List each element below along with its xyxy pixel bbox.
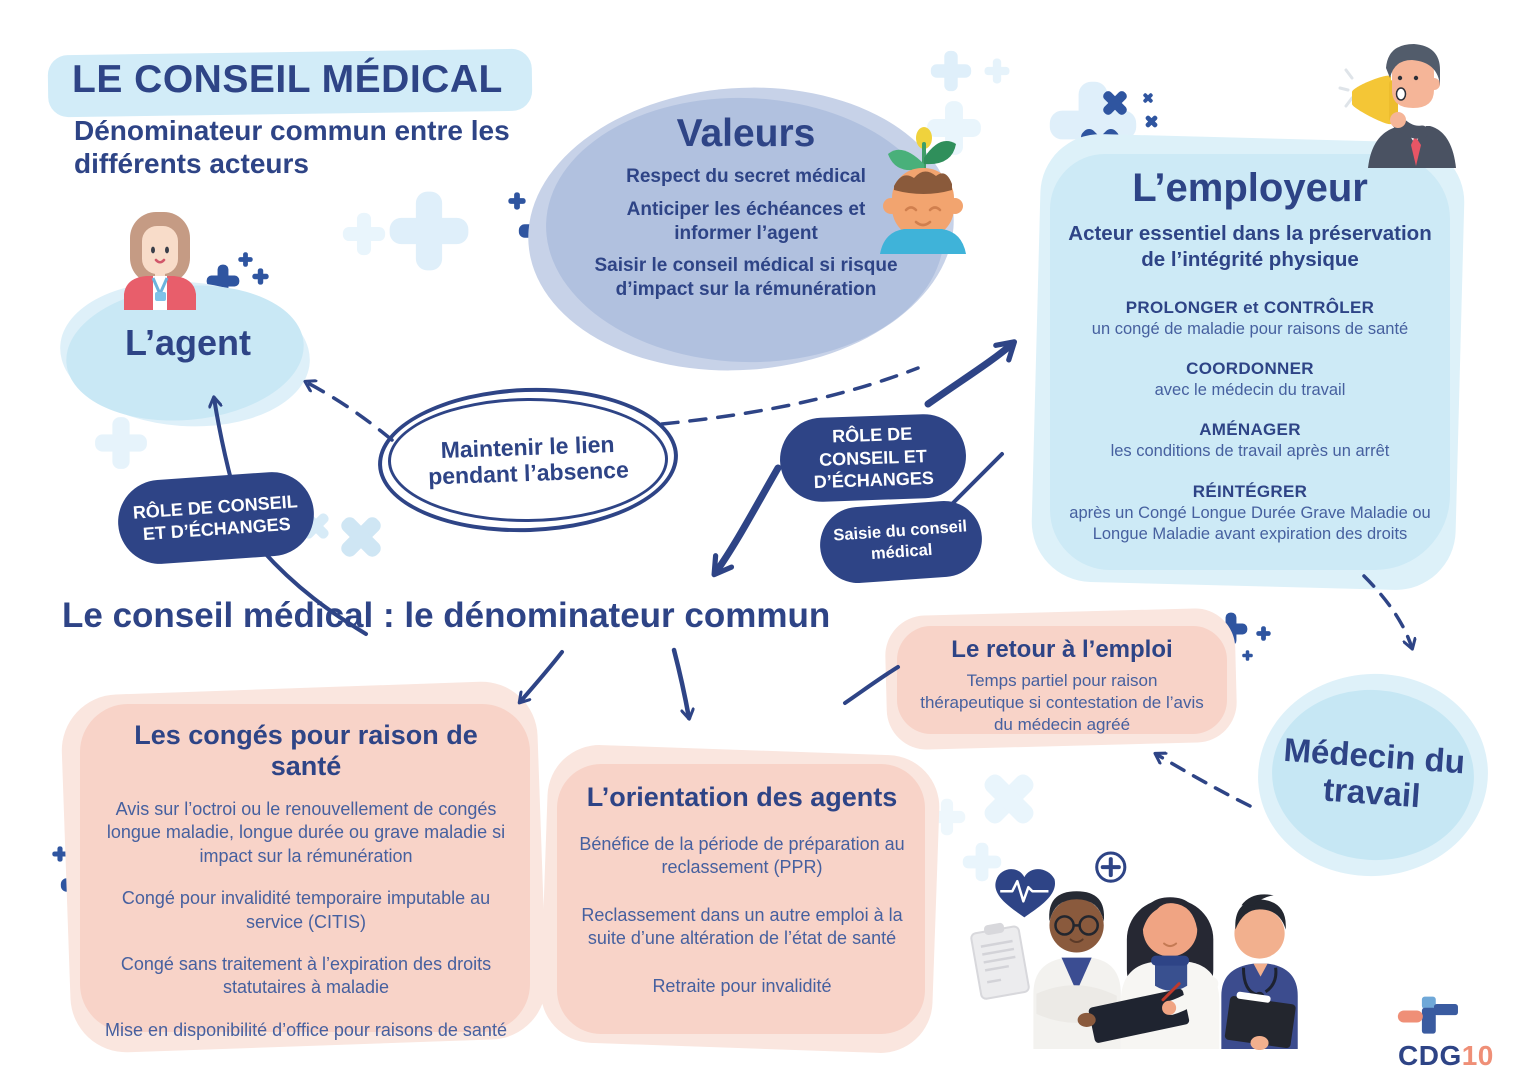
- x-icon: [1139, 89, 1157, 107]
- cdg10-cross-icon: [1397, 996, 1458, 1034]
- employeur-title: L’employeur: [1132, 166, 1368, 210]
- conges-items: Avis sur l’octroi ou le renouvellement d…: [100, 798, 512, 1042]
- employeur-actions: PROLONGER et CONTRÔLER un congé de malad…: [1059, 298, 1441, 545]
- plus-icon: [1256, 626, 1271, 641]
- conges-item: Congé sans traitement à l’expiration des…: [120, 953, 492, 998]
- retour-title: Le retour à l’emploi: [951, 636, 1173, 663]
- megaphone-man-icon: [1338, 44, 1456, 168]
- conges-title: Les congés pour raison de santé: [134, 720, 478, 781]
- employeur-action: AMÉNAGER les conditions de travail après…: [1110, 420, 1390, 461]
- page-title: LE CONSEIL MÉDICAL: [72, 58, 503, 101]
- page-subtitle: Dénominateur commun entre les différents…: [74, 115, 510, 180]
- orientation-item: Retraite pour invalidité: [652, 975, 832, 996]
- plus-icon: [508, 192, 526, 210]
- role-conseil-pill-left: RÔLE DE CONSEIL ET D’ÉCHANGES: [115, 469, 317, 567]
- x-icon: [966, 756, 1052, 842]
- orientation-section: L’orientation des agents Bénéfice de la …: [574, 782, 910, 998]
- saisie-pill: Saisie du conseil médical: [817, 498, 985, 586]
- medecin-label: Médecin du travail: [1282, 730, 1467, 815]
- mindful-growth-icon: [880, 127, 966, 254]
- employeur-action: PROLONGER et CONTRÔLER un congé de malad…: [1091, 298, 1409, 339]
- cdg10-logo: CDG10: [1396, 994, 1496, 1070]
- valeurs-section: Valeurs Respect du secret médical Antici…: [560, 112, 932, 302]
- orientation-items: Bénéfice de la période de préparation au…: [574, 833, 910, 998]
- agent-avatar-icon: [124, 212, 196, 310]
- plus-icon: [984, 58, 1010, 84]
- agent-label: L’agent: [124, 322, 252, 363]
- employeur-section: L’employeur Acteur essentiel dans la pré…: [1058, 166, 1442, 545]
- conges-item: Mise en disponibilité d’office pour rais…: [105, 1019, 507, 1040]
- conges-blob: [80, 704, 530, 1032]
- conges-item: Congé pour invalidité temporaire imputab…: [121, 888, 491, 932]
- medical-team-illustration: [970, 851, 1298, 1050]
- plus-icon: [238, 252, 253, 267]
- employeur-subtitle: Acteur essentiel dans la préservation de…: [1068, 222, 1432, 271]
- employeur-blob: [1050, 154, 1450, 570]
- valeurs-title: Valeurs: [676, 112, 816, 155]
- plus-icon: [95, 417, 147, 469]
- conges-section: Les congés pour raison de santé Avis sur…: [100, 720, 512, 1042]
- retour-text: Temps partiel pour raison thérapeutique …: [920, 671, 1204, 735]
- x-icon: [327, 503, 395, 571]
- denominateur-heading: Le conseil médical : le dénominateur com…: [62, 596, 831, 635]
- orientation-item: Bénéfice de la période de préparation au…: [579, 834, 905, 878]
- maintain-link-text: Maintenir le lien pendant l’absence: [427, 430, 630, 490]
- plus-icon: [1242, 650, 1253, 661]
- valeurs-item: Anticiper les échéances et informer l’ag…: [626, 198, 866, 244]
- plus-icon: [252, 268, 269, 285]
- plus-icon: [389, 191, 469, 271]
- retour-blob: [897, 626, 1227, 734]
- cdg10-wordmark: CDG10: [1398, 1040, 1494, 1071]
- plus-icon: [342, 212, 386, 256]
- maintain-link-oval: Maintenir le lien pendant l’absence: [375, 382, 681, 538]
- orientation-blob: [557, 764, 925, 1034]
- conges-item: Avis sur l’octroi ou le renouvellement d…: [106, 799, 506, 866]
- employeur-action: COORDONNER avec le médecin du travail: [1154, 359, 1346, 400]
- valeurs-item: Respect du secret médical: [626, 166, 866, 187]
- role-conseil-pill-right: RÔLE DE CONSEIL ET D’ÉCHANGES: [778, 412, 968, 504]
- retour-section: Le retour à l’emploi Temps partiel pour …: [914, 636, 1210, 736]
- x-icon: [1141, 111, 1162, 132]
- employeur-action: RÉINTÉGRER après un Congé Longue Durée G…: [1069, 481, 1431, 543]
- orientation-title: L’orientation des agents: [586, 782, 898, 812]
- plus-icon: [930, 50, 972, 92]
- valeurs-item: Saisir le conseil médical si risque d’im…: [594, 255, 898, 300]
- orientation-item: Reclassement dans un autre emploi à la s…: [581, 904, 903, 949]
